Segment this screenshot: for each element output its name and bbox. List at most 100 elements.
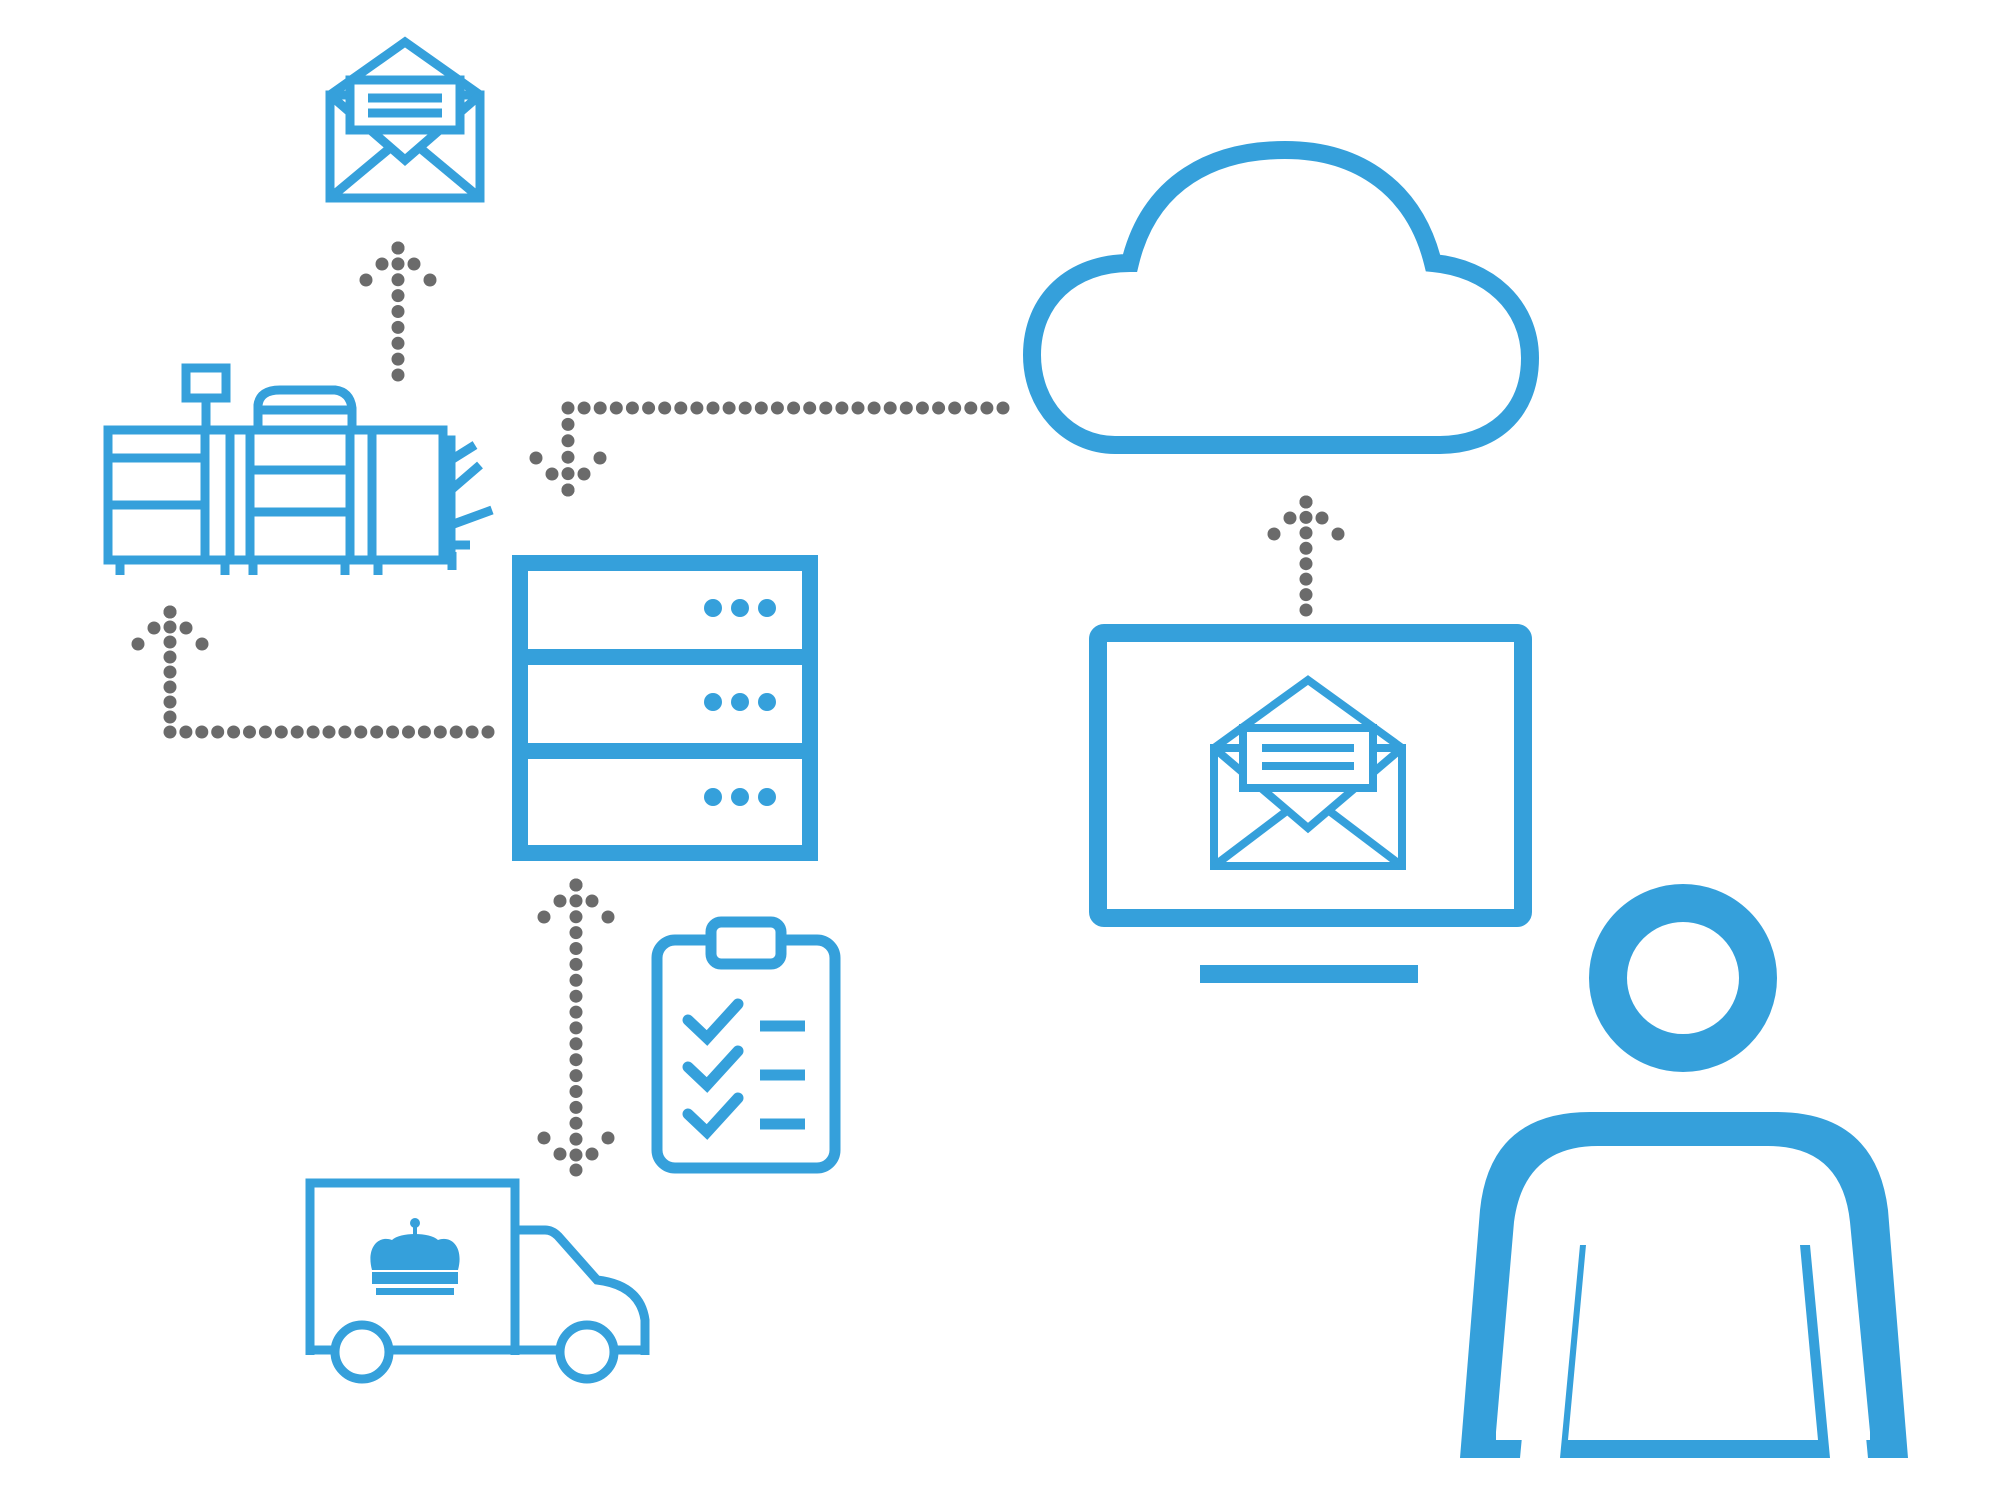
connector-dot	[561, 467, 575, 481]
connector-dot	[290, 725, 304, 739]
open-envelope-icon	[325, 36, 485, 203]
connector-dot	[948, 401, 962, 415]
connector-dot	[593, 451, 607, 465]
connector-dot	[1315, 511, 1329, 525]
connector-dot	[1299, 541, 1313, 555]
connector-dot	[980, 401, 994, 415]
connector-dot	[1331, 527, 1345, 541]
connector-dot	[585, 894, 599, 908]
connector-dot	[163, 605, 177, 619]
connector-dot	[1299, 495, 1313, 509]
connector-dot	[658, 401, 672, 415]
connector-dot	[322, 725, 336, 739]
connector-dot	[163, 650, 177, 664]
connector-dot	[569, 894, 583, 908]
person-icon	[1460, 884, 1908, 1458]
connector-dot	[899, 401, 913, 415]
connector-dot	[449, 725, 463, 739]
connector-dot	[569, 1005, 583, 1019]
connector-dot	[585, 1147, 599, 1161]
connector-dot	[561, 417, 575, 431]
server-rack-icon	[512, 555, 818, 861]
connector-dot	[391, 273, 405, 287]
connector-dot	[996, 401, 1010, 415]
connector-dot	[258, 725, 272, 739]
connector-dot	[569, 1053, 583, 1067]
connector-dot	[391, 241, 405, 255]
connector-dot	[738, 401, 752, 415]
connector-dot	[569, 926, 583, 940]
connector-dot	[690, 401, 704, 415]
connector-dot	[803, 401, 817, 415]
arrow-monitor-to-cloud	[1267, 495, 1345, 617]
connector-dot	[163, 725, 177, 739]
connector-dot	[569, 1148, 583, 1162]
connector-dot	[569, 1021, 583, 1035]
connector-dot	[391, 289, 405, 303]
connector-dot	[561, 483, 575, 497]
connector-dot	[1283, 511, 1297, 525]
cloud-icon	[1022, 140, 1540, 454]
connector-dot	[163, 665, 177, 679]
connector-dot	[553, 1147, 567, 1161]
connector-dot	[561, 434, 575, 448]
connector-dot	[195, 637, 209, 651]
connector-dot	[359, 273, 373, 287]
connector-layer	[131, 241, 1345, 1177]
connector-dot	[1299, 557, 1313, 571]
connector-dot	[1299, 526, 1313, 540]
connector-dot	[964, 401, 978, 415]
connector-dot	[569, 1100, 583, 1114]
connector-dot	[211, 725, 225, 739]
connector-dot	[932, 401, 946, 415]
connector-dot	[851, 401, 865, 415]
connector-dot	[179, 725, 193, 739]
connector-dot	[391, 352, 405, 366]
connector-dot	[835, 401, 849, 415]
connector-dot	[1299, 588, 1313, 602]
connector-dot	[433, 725, 447, 739]
connector-dot	[569, 1163, 583, 1177]
connector-dot	[561, 401, 575, 415]
connector-dot	[553, 894, 567, 908]
connector-dot	[1299, 572, 1313, 586]
connector-dot	[163, 635, 177, 649]
connector-dot	[625, 401, 639, 415]
connector-dot	[722, 401, 736, 415]
connector-dot	[601, 1131, 615, 1145]
connector-dot	[1299, 510, 1313, 524]
connector-dot	[243, 725, 256, 739]
connector-dot	[227, 725, 241, 739]
connector-dot	[402, 725, 415, 739]
connector-dot	[375, 257, 389, 271]
connector-dot	[391, 305, 405, 318]
connector-dot	[407, 257, 421, 271]
connector-dot	[569, 878, 583, 892]
connector-dot	[529, 451, 543, 465]
connector-dot	[569, 1085, 583, 1098]
connector-dot	[770, 401, 784, 415]
connector-dot	[569, 1069, 583, 1083]
connector-dot	[163, 680, 177, 694]
monitor-with-envelope-icon	[1089, 624, 1532, 983]
connector-dot	[537, 1131, 551, 1145]
connector-dot	[537, 910, 551, 924]
connector-dot	[1299, 603, 1313, 617]
connector-dot	[609, 401, 623, 415]
clipboard-checklist-icon	[651, 916, 841, 1174]
connector-dot	[306, 725, 320, 739]
connector-dot	[545, 467, 559, 481]
connector-dot	[391, 368, 405, 382]
crown-icon	[370, 1218, 460, 1295]
arrow-printer-to-envelope	[359, 241, 437, 382]
connector-dot	[163, 620, 177, 634]
connector-dot	[601, 910, 615, 924]
arrow-server-van-two-way	[537, 878, 615, 1177]
connector-dot	[423, 273, 437, 287]
connector-dot	[338, 725, 352, 739]
connector-dot	[674, 401, 688, 415]
connector-dot	[1267, 527, 1281, 541]
connector-dot	[179, 621, 193, 635]
connector-dot	[754, 401, 768, 415]
